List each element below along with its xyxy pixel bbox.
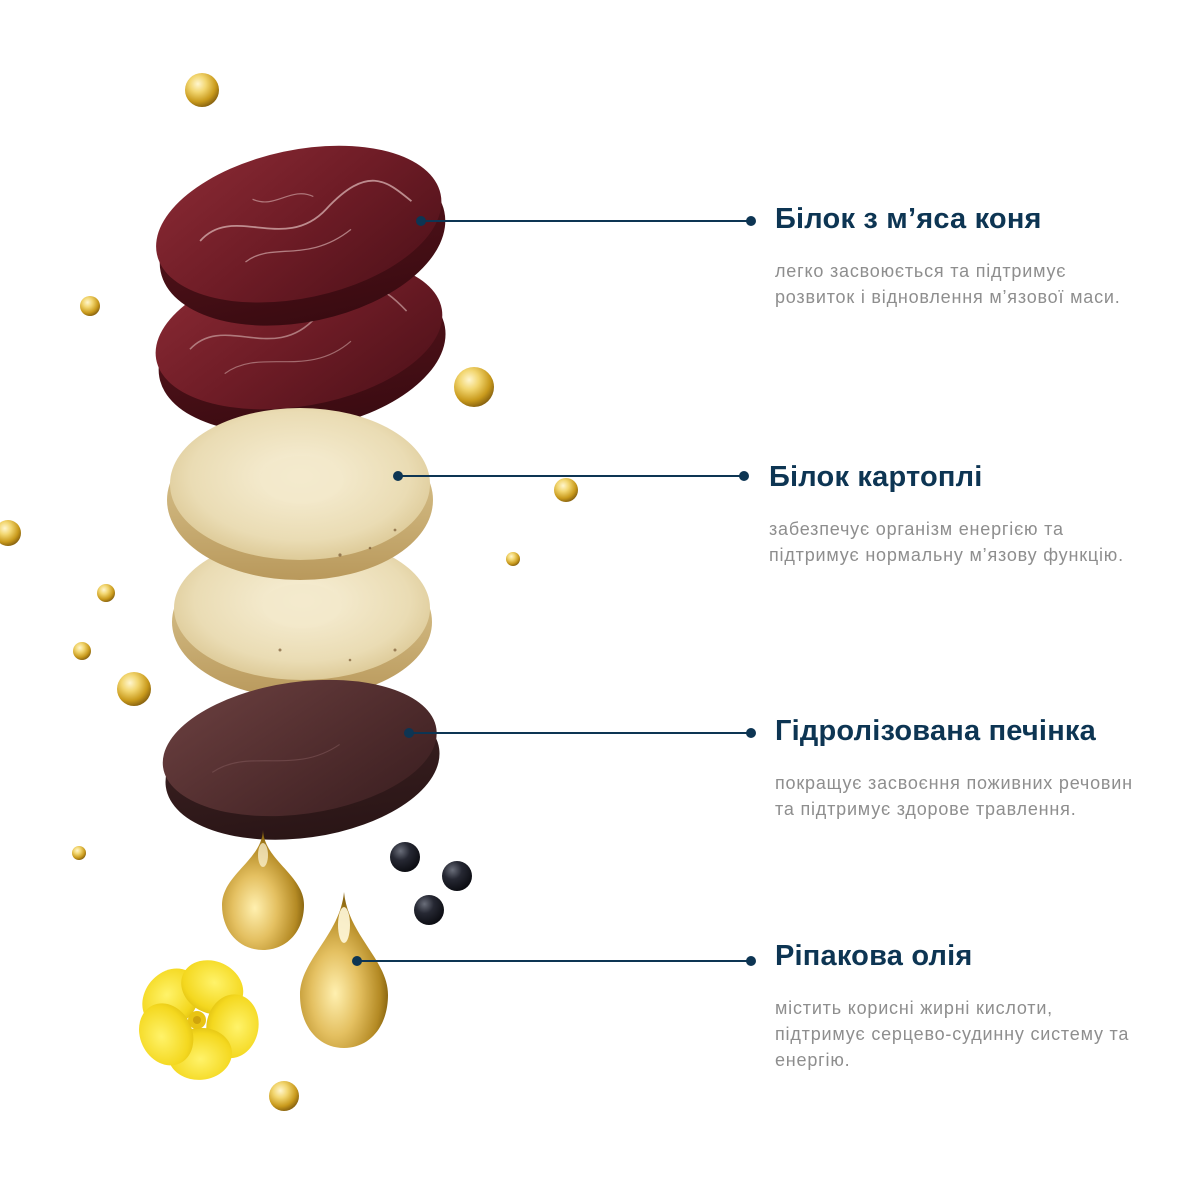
ingredient-description: покращує засвоєння поживних речовин та п… (775, 773, 1133, 819)
ingredient-title: Ріпакова олія (775, 940, 973, 972)
connectors (352, 216, 756, 966)
connector-oil (352, 956, 756, 966)
ingredient-block-horse-meat: Білок з м’яса коня легко засвоюється та … (775, 203, 1175, 310)
potato-slices (167, 408, 433, 698)
liver-slice (162, 679, 440, 840)
ingredient-title: Білок з м’яса коня (775, 203, 1042, 235)
oil-drop (222, 830, 304, 950)
juniper-berries (390, 842, 472, 925)
oil-bubble (454, 367, 494, 407)
ingredient-description: містить корисні жирні кислоти, підтримує… (775, 998, 1130, 1070)
ingredient-block-potato: Білок картоплі забезпечує організм енерг… (769, 461, 1169, 568)
rapeseed-oil-drops (222, 830, 388, 1048)
ingredient-title: Гідролізована печінка (775, 715, 1096, 747)
oil-bubble (554, 478, 578, 502)
ingredient-description: легко засвоюється та підтримує розвиток … (775, 261, 1121, 307)
connector-meat (416, 216, 756, 226)
ingredient-title: Білок картоплі (769, 461, 983, 493)
ingredient-block-liver: Гідролізована печінка покращує засвоєння… (775, 715, 1175, 822)
oil-bubble (72, 846, 86, 860)
oil-bubble (73, 642, 91, 660)
oil-bubble (506, 552, 520, 566)
berry (442, 861, 472, 891)
oil-bubble (185, 73, 219, 107)
oil-bubble (97, 584, 115, 602)
berry (414, 895, 444, 925)
connector-potato (393, 471, 749, 481)
connector-liver (404, 728, 756, 738)
oil-bubble (80, 296, 100, 316)
oil-bubble (117, 672, 151, 706)
oil-bubbles (0, 73, 578, 1111)
berry (390, 842, 420, 872)
ingredient-description: забезпечує організм енергією та підтриму… (769, 519, 1124, 565)
rapeseed-flower (139, 960, 259, 1080)
oil-bubble (269, 1081, 299, 1111)
ingredient-block-rapeseed-oil: Ріпакова олія містить корисні жирні кисл… (775, 940, 1175, 1073)
horse-meat-slices (155, 145, 446, 433)
oil-bubble (0, 520, 21, 546)
oil-drop (300, 892, 388, 1048)
